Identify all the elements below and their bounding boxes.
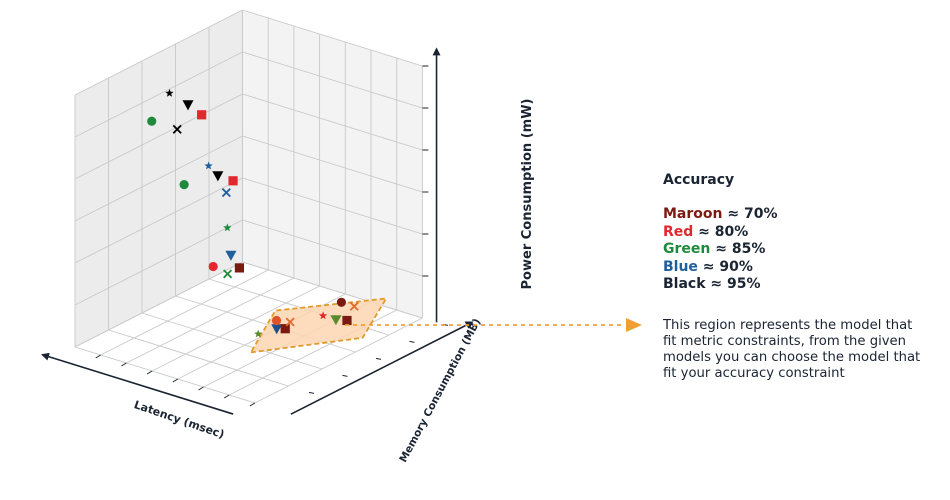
accuracy-legend: Accuracy Maroon ≈ 70%Red ≈ 80%Green ≈ 85… <box>663 172 933 294</box>
x-tick <box>249 402 256 407</box>
point-x <box>285 317 295 327</box>
point-circle <box>179 180 189 190</box>
region-note: This region represents the model that fi… <box>663 318 921 381</box>
point-triangle <box>225 250 237 261</box>
grid-floor-x <box>100 269 269 356</box>
point-x <box>172 124 182 134</box>
annotation-arrowhead <box>626 318 642 332</box>
y-axis-arrow <box>290 321 474 415</box>
x-tick <box>223 394 230 399</box>
legend-item-value: ≈ 85% <box>710 241 766 257</box>
point-triangle <box>271 324 283 335</box>
grid-left-z <box>74 135 243 222</box>
point-triangle <box>182 100 194 111</box>
point-star <box>204 161 213 170</box>
x-axis-arrow <box>41 352 234 415</box>
point-star <box>254 329 263 338</box>
legend-item-name: Red <box>663 223 694 240</box>
x-tick <box>172 378 179 383</box>
legend-item: Blue ≈ 90% <box>663 259 933 277</box>
legend-item: Green ≈ 85% <box>663 241 933 259</box>
grid-left-z <box>74 177 243 264</box>
y-tick <box>342 374 348 377</box>
x-tick <box>121 362 127 367</box>
y-tick <box>308 391 315 394</box>
axis-arrows <box>41 47 474 415</box>
y-tick <box>375 357 382 360</box>
point-circle <box>208 261 218 272</box>
legend-item-value: ≈ 70% <box>722 206 778 222</box>
point-triangle <box>212 171 224 182</box>
grid-floor-x <box>126 277 295 364</box>
x-tick <box>146 370 153 375</box>
x-tick <box>198 386 204 391</box>
z-axis-label: Power Consumption (mW) <box>520 99 535 290</box>
legend-item: Maroon ≈ 70% <box>663 206 933 224</box>
grid-left-z <box>74 93 243 180</box>
grid-lines <box>74 9 449 407</box>
point-square <box>197 110 207 120</box>
point-square <box>280 324 290 334</box>
grid-back-z <box>242 93 423 151</box>
point-triangle <box>330 315 342 326</box>
legend-item: Black ≈ 95% <box>663 276 933 294</box>
grid-left-z <box>74 219 243 306</box>
x-tick <box>95 354 101 359</box>
y-tick <box>409 340 415 343</box>
grid-left-z <box>74 51 243 138</box>
grid-floor-y <box>141 312 323 370</box>
constraint-region-polygon <box>249 297 388 354</box>
point-star <box>223 223 232 232</box>
grid-floor-y <box>74 346 256 404</box>
legend-item-name: Blue <box>663 258 698 275</box>
legend-item-value: ≈ 90% <box>697 258 753 275</box>
point-x <box>223 269 233 279</box>
grid-back-z <box>242 261 423 319</box>
point-circle <box>147 116 157 126</box>
point-star <box>318 311 328 320</box>
point-square <box>342 315 352 326</box>
grid-back-z <box>242 135 423 193</box>
point-star <box>165 88 174 97</box>
grid-back-z <box>242 177 423 235</box>
legend-item-value: ≈ 95% <box>705 276 761 292</box>
point-x <box>349 301 359 311</box>
legend-item-value: ≈ 80% <box>693 223 749 240</box>
point-circle <box>336 297 346 307</box>
grid-left-z <box>74 9 243 96</box>
legend-item-name: Green <box>663 241 711 257</box>
data-points <box>147 88 359 338</box>
legend-item-name: Black <box>663 276 706 292</box>
point-x <box>221 188 231 198</box>
legend-item: Red ≈ 80% <box>663 224 933 242</box>
grid-floor-y <box>108 329 289 387</box>
x-axis-label: Latency (msec) <box>132 398 226 441</box>
grid-floor-x <box>254 317 423 404</box>
grid-back-z <box>242 219 423 277</box>
grid-left-z <box>74 261 243 348</box>
constraint-region <box>249 297 388 354</box>
pane-floor <box>75 262 423 403</box>
grid-back-z <box>242 9 423 67</box>
point-circle <box>271 315 282 326</box>
point-square <box>234 263 245 273</box>
legend-title: Accuracy <box>663 172 735 188</box>
grid-floor-x <box>151 285 320 372</box>
legend-items: Maroon ≈ 70%Red ≈ 80%Green ≈ 85%Blue ≈ 9… <box>663 206 933 294</box>
grid-back-z <box>242 51 423 109</box>
legend-item-name: Maroon <box>663 206 723 222</box>
point-square <box>228 176 238 186</box>
